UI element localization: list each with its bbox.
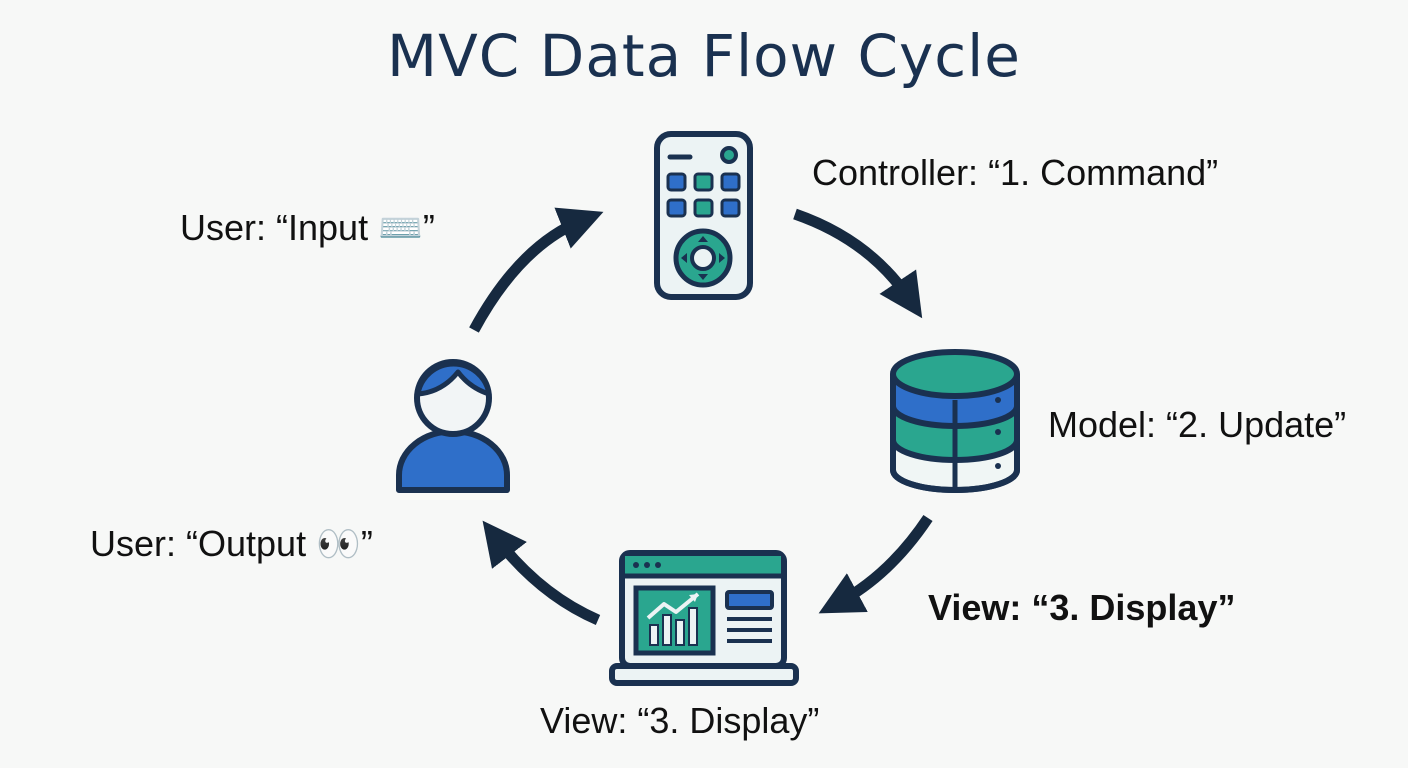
arrow-view-to-user [482, 520, 601, 626]
page-title: MVC Data Flow Cycle [387, 22, 1021, 90]
remote-control-icon [654, 131, 753, 300]
view-label-bottom: View: “3. Display” [540, 700, 820, 741]
user-output-label: User: “Output 👀” [90, 523, 373, 564]
arrow-controller-to-model [793, 208, 923, 319]
cycle-arrows [469, 207, 933, 626]
controller-label: Controller: “1. Command” [812, 152, 1219, 193]
database-icon [890, 349, 1020, 493]
model-label: Model: “2. Update” [1048, 404, 1347, 445]
view-label-right: View: “3. Display” [928, 587, 1236, 628]
user-input-label: User: “Input ⌨️” [180, 207, 435, 248]
laptop-dashboard-icon [609, 550, 799, 686]
arrow-model-to-view [818, 514, 933, 614]
user-icon [396, 359, 510, 493]
arrow-user-to-controller [469, 207, 604, 333]
